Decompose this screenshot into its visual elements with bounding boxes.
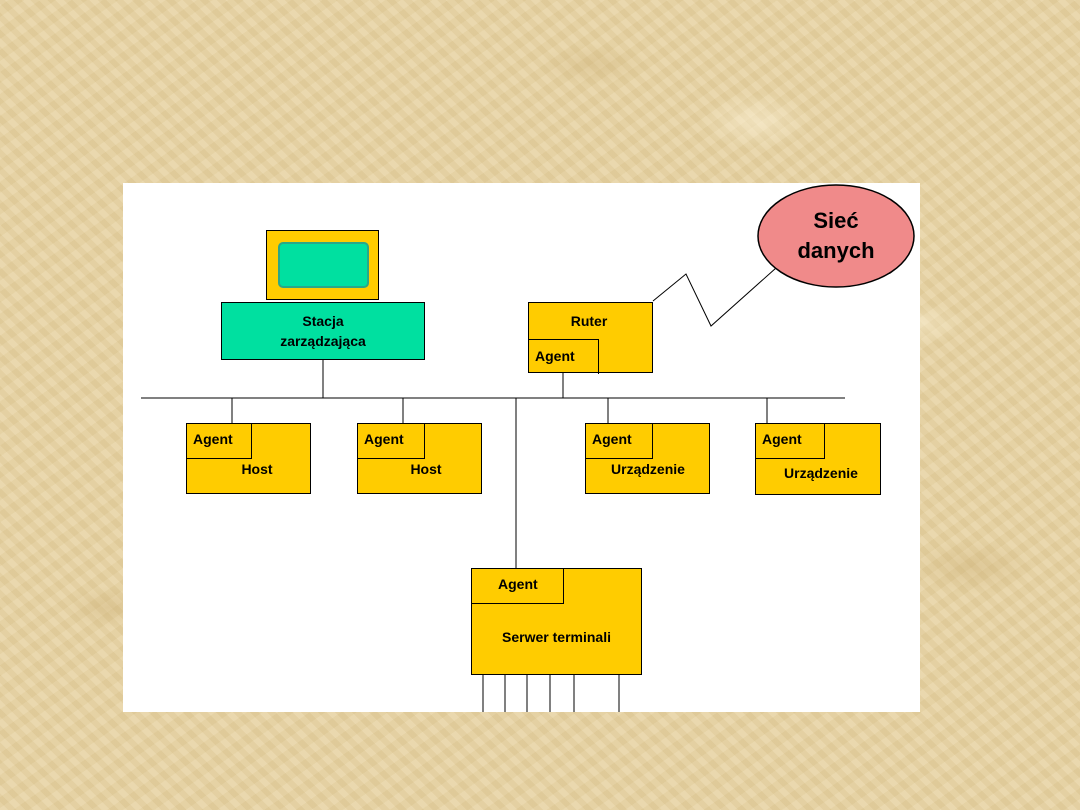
terminal-server-node: Agent Serwer terminali	[471, 568, 642, 675]
device-agent: Agent	[756, 424, 825, 459]
router-label: Ruter	[570, 313, 608, 329]
monitor-screen	[278, 242, 369, 288]
device-label: Urządzenie	[784, 465, 858, 481]
wan-link	[652, 267, 777, 327]
device-node: Agent Urządzenie	[755, 423, 881, 495]
diagram-lines	[141, 184, 915, 712]
cloud-label-line1: Sieć	[813, 207, 859, 233]
host-agent: Agent	[358, 424, 425, 459]
station-label-line1: Stacja	[302, 313, 344, 329]
data-network-cloud	[757, 184, 915, 288]
host-label: Host	[241, 461, 273, 477]
device-agent: Agent	[586, 424, 653, 459]
data-network-label: Sieć danych	[757, 183, 915, 288]
station-label-line2: zarządzająca	[280, 333, 366, 349]
device-label: Urządzenie	[611, 461, 685, 477]
terminal-server-label: Serwer terminali	[502, 629, 611, 645]
host-node: Agent Host	[186, 423, 311, 494]
host-agent: Agent	[187, 424, 252, 459]
network-diagram: Sieć danych Stacja zarządzająca Ruter Ag…	[123, 183, 920, 712]
router-agent: Agent	[529, 339, 599, 374]
host-node: Agent Host	[357, 423, 482, 494]
device-node: Agent Urządzenie	[585, 423, 710, 494]
cloud-label-line2: danych	[797, 237, 875, 263]
host-label: Host	[410, 461, 442, 477]
router-node: Ruter Agent	[528, 302, 653, 374]
monitor-icon	[266, 230, 379, 300]
management-station: Stacja zarządzająca	[221, 302, 425, 360]
terminal-server-agent: Agent	[472, 569, 564, 604]
